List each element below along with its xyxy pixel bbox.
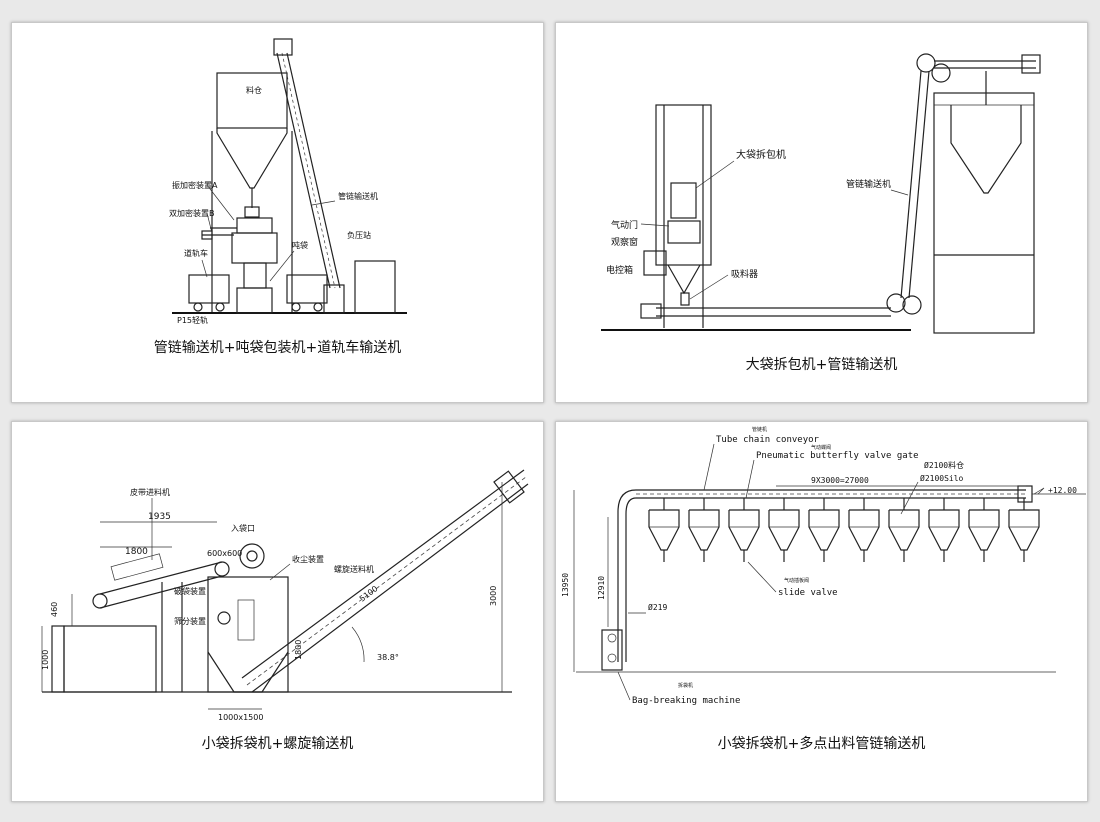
- tube-chain-label: Tube chain conveyor: [716, 435, 820, 445]
- silo-cone: [216, 128, 288, 189]
- chain-conveyor-label: 管链输送机: [338, 191, 378, 201]
- screw-conveyor-label: 螺旋送料机: [334, 564, 374, 574]
- height-riser: 12910: [597, 576, 606, 600]
- silo-label: Ø2100Silo: [920, 473, 964, 483]
- angle-label: 38.8°: [377, 653, 399, 662]
- silo-label: 料仓: [246, 85, 262, 95]
- ton-bag-system-drawing: 料仓 振加密装置A 双加密装置B 道轨车 P15轻轨 管链输送机: [169, 38, 407, 325]
- silo: [1008, 498, 1040, 562]
- belt-feeder-label: 皮带进料机: [130, 487, 170, 497]
- silo: [808, 498, 840, 562]
- feeder-base: [63, 625, 157, 693]
- span-dimension: 9X3000=27000: [811, 476, 869, 485]
- bag-machine-label: Bag-breaking machine: [632, 696, 740, 706]
- silo: [848, 498, 880, 562]
- butterfly-cn: 气动蝶阀: [811, 444, 831, 451]
- chain-conveyor-head: [273, 38, 293, 56]
- panel-caption: 小袋拆袋机+多点出料管链输送机: [717, 736, 926, 752]
- silo-structure: [933, 92, 1035, 334]
- butterfly-label: Pneumatic butterfly valve gate: [756, 451, 919, 461]
- dim-1935: 1935: [148, 512, 171, 522]
- elevation-label: +12.00: [1048, 486, 1077, 495]
- silo: [768, 498, 800, 562]
- pipe-diameter: Ø219: [648, 602, 667, 612]
- screw-conveyor: [241, 469, 525, 679]
- height-total: 13950: [561, 573, 570, 597]
- vibrator-a-label: 振加密装置A: [172, 180, 218, 190]
- bag-breaker-body: [207, 576, 289, 693]
- panel-caption: 管链输送机+吨袋包装机+道轨车输送机: [153, 340, 402, 356]
- dust-collector-label: 收尘装置: [292, 554, 324, 564]
- silo: [928, 498, 960, 562]
- rail-cart-label: 道轨车: [184, 248, 208, 258]
- dim-3000: 3000: [489, 586, 498, 606]
- control-box: [643, 250, 667, 276]
- big-bag-unpacker-drawing: 大袋拆包机 气动门 观察窗 电控箱 吸料器 管链输送机: [601, 53, 1041, 334]
- panel-caption: 大袋拆包机+管链输送机: [745, 357, 898, 373]
- dim-1000: 1000: [41, 650, 50, 670]
- ton-bag: [236, 287, 273, 314]
- dim-600: 600x600: [207, 549, 242, 558]
- slide-cn: 气动插板阀: [784, 577, 809, 584]
- silo: [648, 498, 680, 562]
- rail-label: P15轻轨: [177, 315, 208, 325]
- bag-machine-cn: 拆袋机: [678, 682, 693, 689]
- conveyor-drive: [1021, 54, 1041, 74]
- dim-5100: 5100: [358, 584, 380, 603]
- multi-point-chain-drawing: 13950 12910 Ø219 9X3000=27000 +12.00 管链机…: [561, 426, 1086, 706]
- silo-cn: Ø2100料仓: [924, 460, 964, 470]
- panel-ton-bag-system: 料仓 振加密装置A 双加密装置B 道轨车 P15轻轨 管链输送机: [11, 22, 544, 403]
- panel-caption: 小袋拆袋机+螺旋输送机: [201, 736, 354, 752]
- chain-conveyor-vertical: [900, 70, 922, 299]
- chain-conveyor-leg-a: [276, 52, 331, 289]
- observation-window-label: 观察窗: [611, 236, 638, 248]
- vibrator-b-label: 双加密装置B: [169, 208, 215, 218]
- bag-breaking-machine: [601, 629, 623, 671]
- dim-460: 460: [50, 602, 59, 617]
- small-bag-screw-drawing: 1935 1800 600x600 460 1000 1800 1000x150…: [41, 469, 529, 722]
- suction-device-label: 吸料器: [731, 268, 758, 280]
- observation-window: [667, 220, 701, 244]
- unpacker-hopper-box: [670, 182, 697, 219]
- belt-feeder: [99, 561, 223, 595]
- rail-cart-left: [188, 274, 230, 304]
- ton-bag-label: 吨袋: [292, 240, 308, 250]
- silo-row: [648, 498, 1040, 562]
- bag-unpacker-label: 大袋拆包机: [736, 148, 786, 161]
- tube-chain-cn: 管链机: [752, 426, 767, 433]
- silo: [688, 498, 720, 562]
- pneumatic-door-label: 气动门: [611, 219, 638, 231]
- negative-pressure-label: 负压站: [347, 230, 371, 240]
- bag-breaker-label: 破袋装置: [174, 586, 206, 596]
- dim-1800: 1800: [125, 547, 148, 557]
- dim-base: 1000x1500: [218, 713, 263, 722]
- silo: [968, 498, 1000, 562]
- unpacker-frame: [655, 104, 712, 266]
- bag-inlet: [239, 543, 265, 569]
- chain-conveyor-label: 管链输送机: [846, 178, 891, 190]
- negative-pressure-station: [354, 260, 396, 314]
- rail-cart-right: [286, 274, 328, 304]
- silo: [888, 498, 920, 562]
- dim-1800-vertical: 1800: [294, 640, 303, 660]
- panel-big-bag-unpacker: 大袋拆包机 气动门 观察窗 电控箱 吸料器 管链输送机 大袋拆包机+管链输送机: [555, 22, 1088, 403]
- sieve-label: 筛分装置: [174, 616, 206, 626]
- silo: [728, 498, 760, 562]
- slide-label: slide valve: [778, 588, 838, 598]
- panel-small-bag-screw: 1935 1800 600x600 460 1000 1800 1000x150…: [11, 421, 544, 802]
- control-box-label: 电控箱: [606, 264, 633, 276]
- silo-hopper: [950, 105, 1022, 194]
- bag-inlet-label: 入袋口: [231, 523, 255, 533]
- silo-body: [216, 72, 288, 129]
- panel-multi-point-chain: 13950 12910 Ø219 9X3000=27000 +12.00 管链机…: [555, 421, 1088, 802]
